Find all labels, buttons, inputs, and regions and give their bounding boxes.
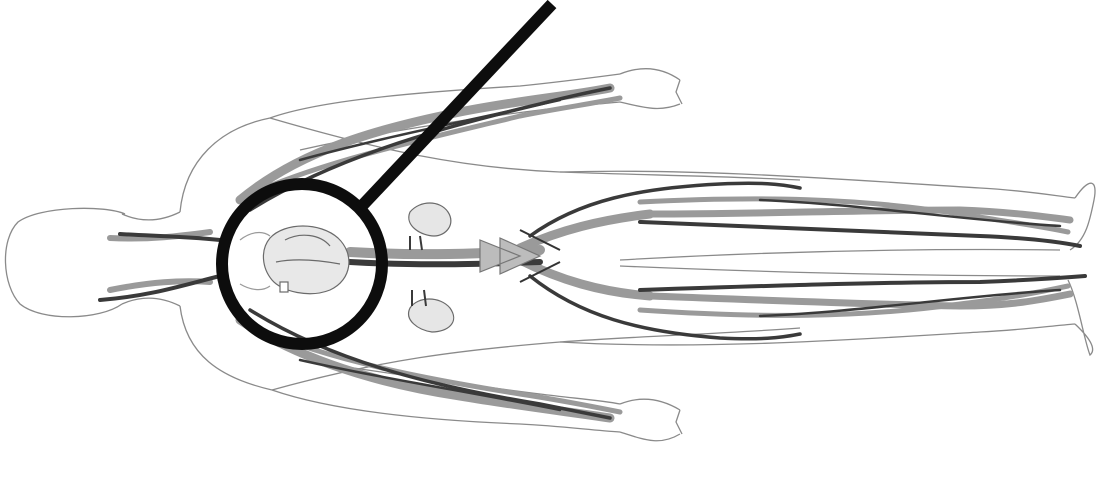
kidney-upper [409,203,451,236]
kidney-lower [409,299,454,332]
organs [240,203,560,332]
body-outline [5,69,1095,441]
hand-upper-outline [620,69,682,109]
hand-lower-outline [620,399,682,441]
arteries [110,88,1070,418]
veins [100,88,1085,418]
foot-upper-outline [1070,183,1095,250]
leg-vein-lower [640,276,1085,290]
torso-side-top [270,118,800,180]
heart [263,226,348,294]
magnifier-handle [360,4,552,208]
leg-vein-upper [640,222,1080,246]
leg-artery-upper [650,210,1070,220]
